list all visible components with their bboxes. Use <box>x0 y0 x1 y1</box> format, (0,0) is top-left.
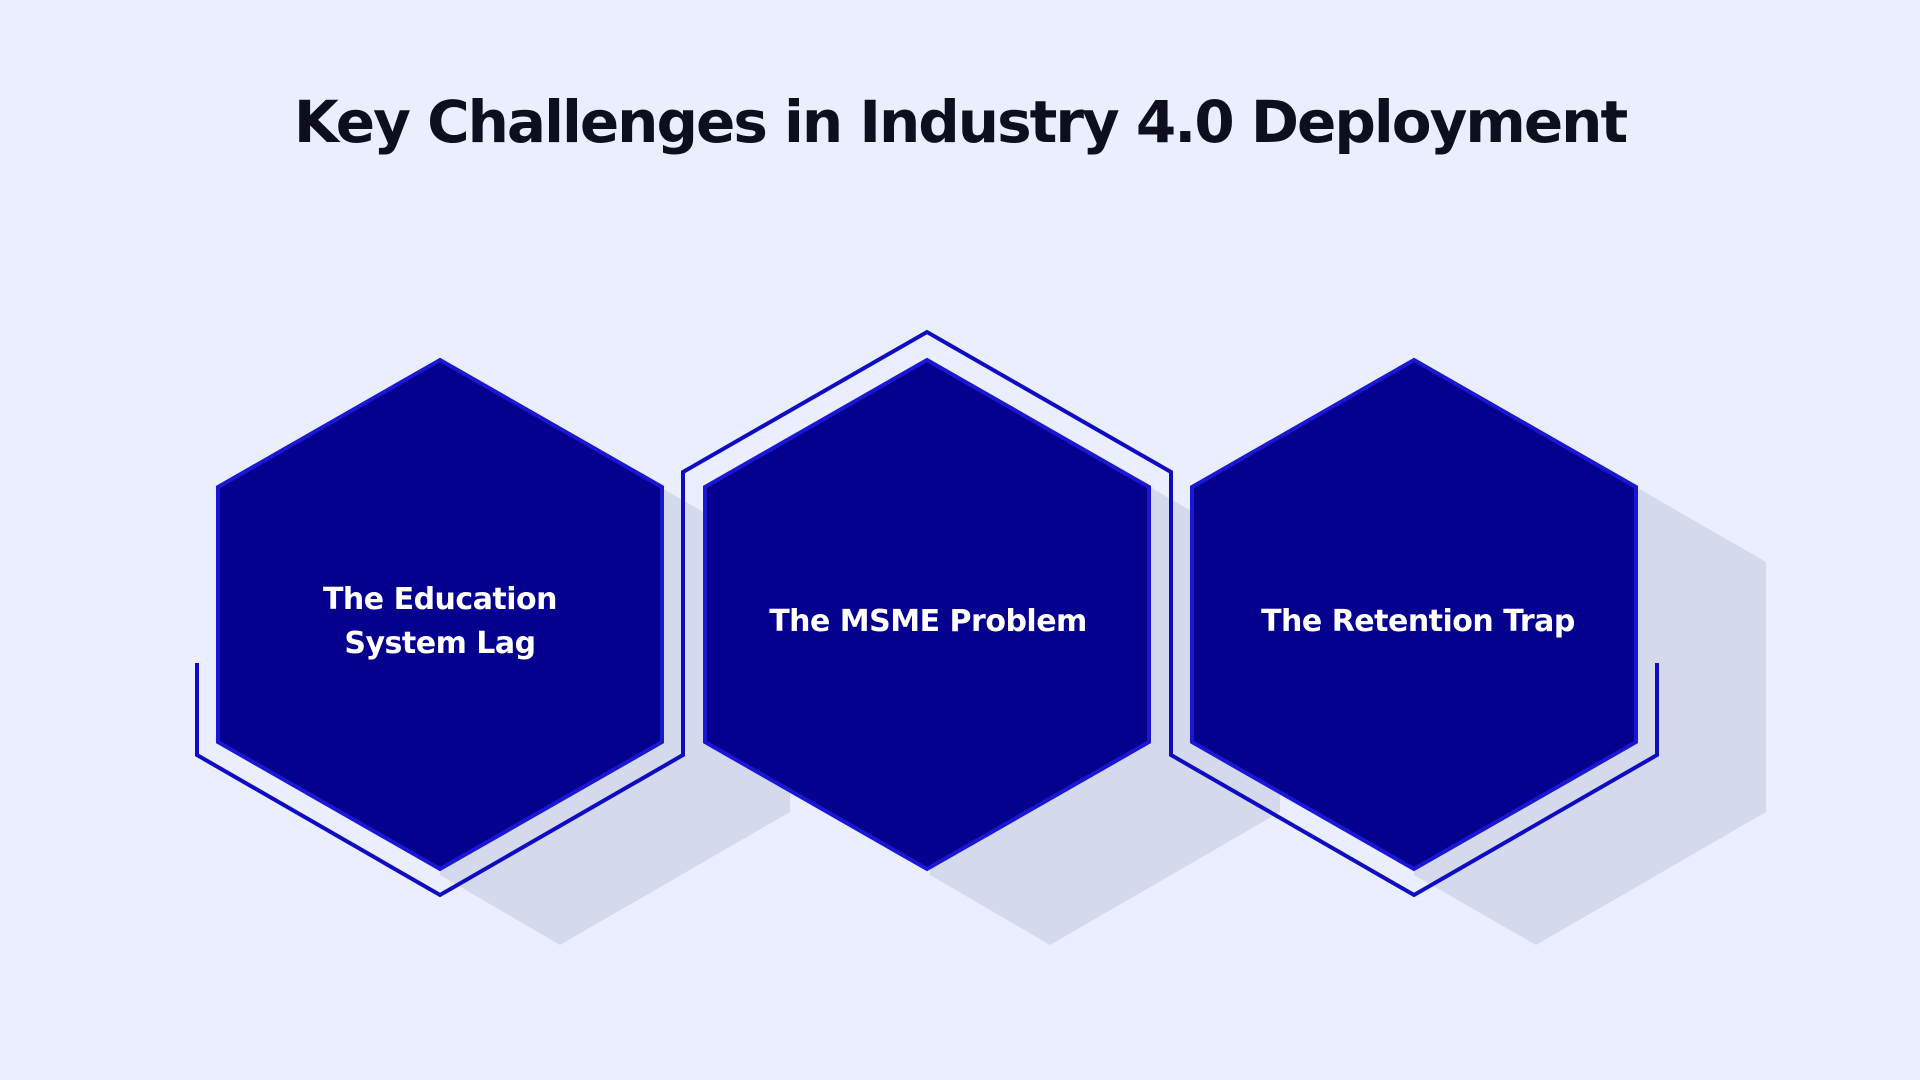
hexagon-education <box>216 357 664 872</box>
hexagon-label-education: The Education System Lag <box>250 578 630 666</box>
hexagon-msme <box>703 357 1151 872</box>
hexagon-shadow-1 <box>440 487 790 945</box>
hexagon-label-line: The Education <box>322 582 558 617</box>
outline-brackets <box>195 329 1659 898</box>
outline-bracket-right <box>1169 490 1659 898</box>
hexagon-label-msme: The MSME Problem <box>738 600 1118 644</box>
page-title: Key Challenges in Industry 4.0 Deploymen… <box>293 88 1628 156</box>
hexagon-label-retention: The Retention Trap <box>1228 600 1608 644</box>
hexagons <box>216 357 1638 872</box>
hexagon-retention <box>1190 357 1638 872</box>
hexagon-label-line: System Lag <box>344 626 536 661</box>
hexagon-shadow-3 <box>1414 487 1766 945</box>
hexagon-label-line: The MSME Problem <box>769 604 1087 639</box>
hexagon-label-line: The Retention Trap <box>1261 604 1575 639</box>
